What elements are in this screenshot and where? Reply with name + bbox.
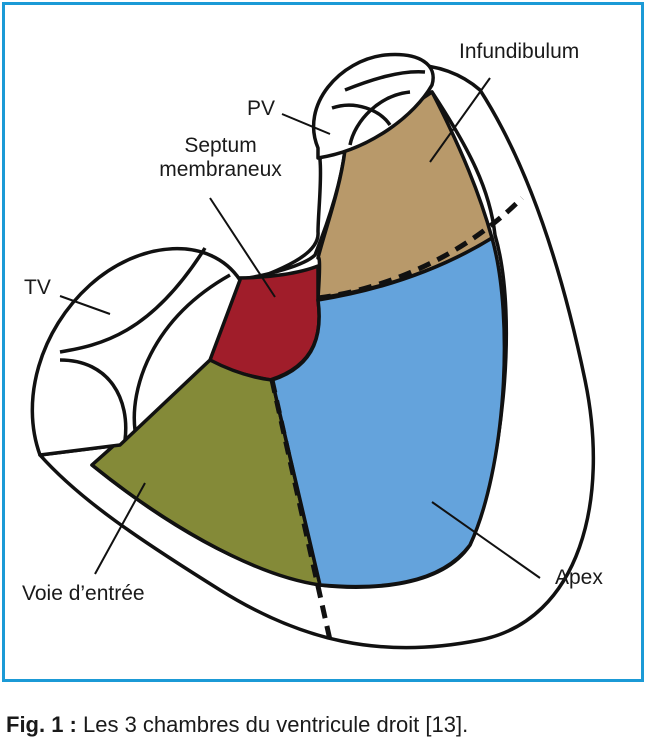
label-septum-line1: Septum xyxy=(184,134,257,157)
label-septum: Septum membraneux xyxy=(153,134,288,182)
leader-pv xyxy=(281,113,331,135)
caption-text: Les 3 chambres du ventricule droit [13]. xyxy=(76,712,469,737)
leader-septum xyxy=(209,197,276,298)
apex-region xyxy=(270,236,507,589)
right-ventricle-diagram xyxy=(30,52,596,650)
label-pv: PV xyxy=(247,97,276,120)
leader-tv xyxy=(59,295,111,315)
label-septum-line2: membraneux xyxy=(159,158,282,182)
leader-infundibulum xyxy=(429,77,491,163)
tv-valve xyxy=(30,247,242,457)
label-tv: TV xyxy=(24,276,51,299)
label-apex: Apex xyxy=(555,566,603,589)
label-voie-entree: Voie d’entrée xyxy=(22,582,145,605)
leader-voie xyxy=(94,482,146,575)
leader-apex xyxy=(431,501,541,579)
caption-fig-number: Fig. 1 : xyxy=(6,712,77,737)
figure-caption: Fig. 1 : Les 3 chambres du ventricule dr… xyxy=(6,712,468,738)
label-infundibulum: Infundibulum xyxy=(459,40,580,63)
